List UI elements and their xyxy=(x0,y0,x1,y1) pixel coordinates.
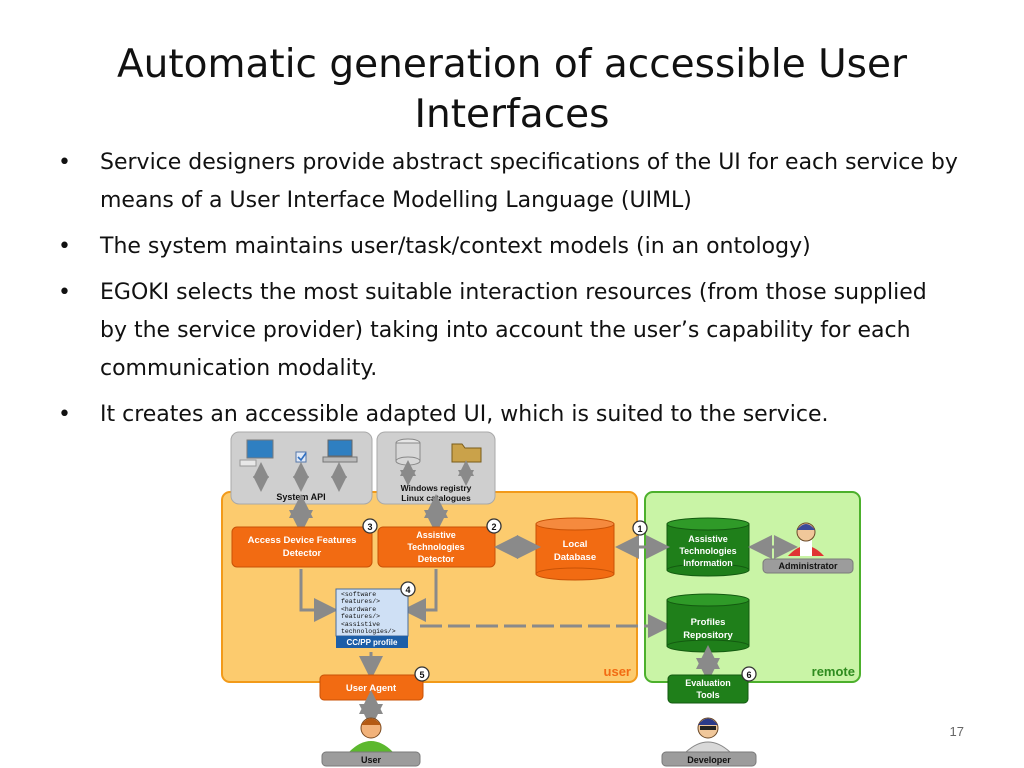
svg-text:User Agent: User Agent xyxy=(346,683,397,694)
svg-text:Windows registry: Windows registry xyxy=(401,483,472,493)
svg-text:2: 2 xyxy=(491,522,496,532)
assistive-detector-box: Assistive Technologies Detector xyxy=(377,526,496,568)
svg-text:5: 5 xyxy=(419,670,424,680)
remote-zone-label: remote xyxy=(812,664,855,679)
svg-text:technologies/>: technologies/> xyxy=(341,628,396,635)
svg-text:Linux catalogues: Linux catalogues xyxy=(401,493,471,503)
svg-text:Local: Local xyxy=(563,539,588,550)
number-badge: 1 xyxy=(632,520,648,536)
svg-text:Repository: Repository xyxy=(683,630,733,641)
svg-text:6: 6 xyxy=(746,670,751,680)
user-agent-box: User Agent xyxy=(319,674,424,701)
svg-text:features/>: features/> xyxy=(341,598,380,605)
svg-text:CC/PP profile: CC/PP profile xyxy=(347,638,399,647)
svg-text:Access Device Features: Access Device Features xyxy=(248,535,357,546)
svg-text:Technologies: Technologies xyxy=(407,542,464,552)
developer-person-icon xyxy=(684,717,732,753)
svg-text:<software: <software xyxy=(341,591,376,598)
svg-text:Assistive: Assistive xyxy=(688,534,728,544)
evaluation-tools-box: Evaluation Tools xyxy=(667,674,749,704)
bullet-list: Service designers provide abstract speci… xyxy=(58,144,958,442)
bullet-item: The system maintains user/task/context m… xyxy=(58,228,958,266)
developer-figure: Developer xyxy=(661,717,757,767)
svg-text:Database: Database xyxy=(554,552,596,563)
page-number: 17 xyxy=(949,724,964,739)
number-badge: 2 xyxy=(486,518,502,534)
number-badge: 6 xyxy=(741,666,757,682)
bullet-item: EGOKI selects the most suitable interact… xyxy=(58,274,958,388)
user-figure: User xyxy=(321,717,421,767)
svg-text:System API: System API xyxy=(276,492,325,502)
svg-text:Detector: Detector xyxy=(418,554,455,564)
access-device-detector-box: Access Device Features Detector xyxy=(231,526,373,568)
bullet-item: It creates an accessible adapted UI, whi… xyxy=(58,396,958,434)
number-badge: 5 xyxy=(414,666,430,682)
administrator-figure: Administrator xyxy=(762,522,854,574)
svg-text:Administrator: Administrator xyxy=(778,561,838,571)
svg-text:Assistive: Assistive xyxy=(416,530,456,540)
user-person-icon xyxy=(349,717,393,752)
svg-text:1: 1 xyxy=(637,524,642,534)
windows-registry-box: Windows registry Linux catalogues xyxy=(376,431,496,505)
folder-icon xyxy=(451,443,482,463)
number-badge: 3 xyxy=(362,518,378,534)
local-database: Local Database xyxy=(535,517,615,581)
svg-text:Tools: Tools xyxy=(696,690,719,700)
svg-text:Profiles: Profiles xyxy=(691,617,726,628)
svg-text:Information: Information xyxy=(683,558,733,568)
profiles-repository: Profiles Repository xyxy=(666,593,750,653)
svg-text:features/>: features/> xyxy=(341,613,380,620)
slide-title: Automatic generation of accessible User … xyxy=(116,42,908,137)
svg-text:4: 4 xyxy=(405,585,410,595)
desktop-icon xyxy=(239,439,274,467)
bullet-item: Service designers provide abstract speci… xyxy=(58,144,958,220)
svg-text:Developer: Developer xyxy=(687,755,731,765)
database-stack-icon xyxy=(395,438,421,466)
system-api-box: System API xyxy=(230,431,373,505)
mouse-icon xyxy=(295,451,307,463)
number-badge: 4 xyxy=(400,581,416,597)
svg-text:<assistive: <assistive xyxy=(341,621,380,628)
user-zone-label: user xyxy=(604,664,631,679)
svg-text:Detector: Detector xyxy=(283,548,322,559)
svg-text:3: 3 xyxy=(367,522,372,532)
assistive-info-database: Assistive Technologies Information xyxy=(666,517,750,577)
ccpp-profile-box: <software features/> <hardware features/… xyxy=(335,588,409,648)
svg-text:User: User xyxy=(361,755,382,765)
svg-text:<hardware: <hardware xyxy=(341,606,376,613)
laptop-icon xyxy=(322,439,358,463)
svg-text:Technologies: Technologies xyxy=(679,546,736,556)
svg-text:Evaluation: Evaluation xyxy=(685,678,731,688)
